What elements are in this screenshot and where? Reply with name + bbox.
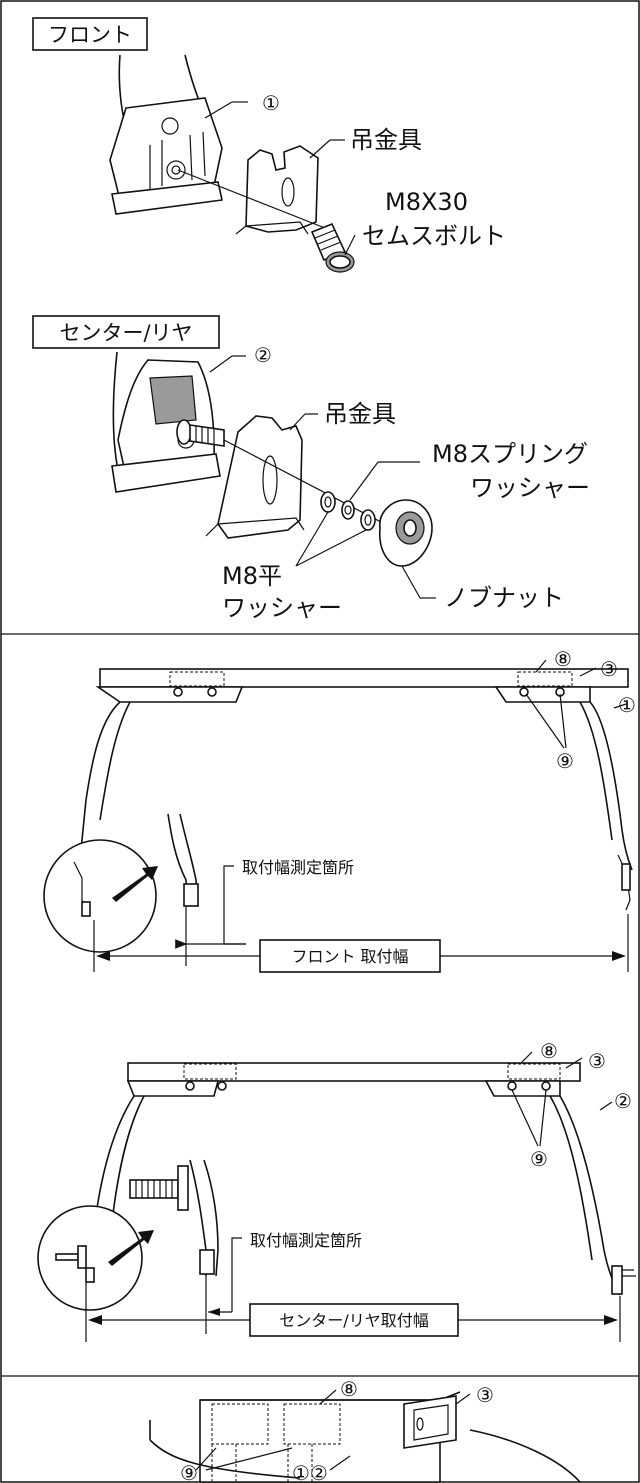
front-crossbar [99,668,629,688]
center-rear-magnifier-circle-icon [37,1205,143,1311]
center-rear-title-box [32,315,220,349]
section-front-width: 取付幅測定箇所 フロント 取付幅 ⑧ ③ ① ⑨ [43,647,636,973]
m8x30-bolt-part [310,222,355,273]
spring-washer-label-line2: ワッシャー [470,474,590,502]
front-hanger-part [235,145,319,235]
center-rear-num-9: ⑨ [530,1147,548,1171]
front-bracket-part [109,54,223,215]
center-rear-detail-bolt [129,1165,189,1211]
detail-num-9: ⑨ [180,1461,198,1483]
front-hanger-label: 吊金具 [350,126,422,154]
section-center-rear: センター/リヤ ② 吊金具 [32,315,590,622]
flat-washer-label-line1: M8平 [222,562,282,590]
front-title: フロント [48,23,132,47]
center-rear-title: センター/リヤ [59,321,192,345]
front-title-box [32,17,148,51]
center-rear-bolt-part [176,419,225,447]
bolt-label-line2: セムスボルト [362,222,506,250]
front-num-8: ⑧ [554,647,572,671]
detail-num-3: ③ [476,1383,494,1407]
center-rear-measure-label: 取付幅測定箇所 [250,1231,362,1250]
detail-num-12: ①② [292,1461,328,1483]
center-rear-num-8: ⑧ [540,1039,558,1063]
center-rear-hanger-part [205,415,305,539]
front-callout-num: ① [262,91,280,115]
section-front: フロント ① 吊金具 [32,17,506,273]
center-rear-crossbar [127,1062,581,1082]
front-width-box [259,939,441,973]
section-crossbar-detail: ⑧ ③ ⑨ ①② [149,1377,581,1483]
knob-nut-label: ノブナット [444,584,564,612]
spring-washer-label-line1: M8スプリング [432,440,588,468]
front-num-3: ③ [600,657,618,681]
center-rear-hanger-label: 吊金具 [324,400,396,428]
center-rear-num-3: ③ [588,1049,606,1073]
flat-washer-a-part [320,491,336,513]
section-center-rear-width: 取付幅測定箇所 センター/リヤ取付幅 ⑧ ③ ② ⑨ [37,1039,636,1342]
front-measure-label: 取付幅測定箇所 [242,858,354,877]
center-rear-bracket-part [111,351,221,493]
center-rear-callout-num: ② [254,343,272,367]
front-zoom-arrow-icon [112,866,158,902]
front-magnifier-circle-icon [43,839,157,953]
flat-washer-label-line2: ワッシャー [222,594,342,622]
detail-num-8: ⑧ [340,1377,358,1401]
knob-nut-part [378,499,433,567]
front-num-1: ① [618,693,636,717]
center-rear-zoom-arrow-icon [108,1230,154,1266]
front-num-9: ⑨ [556,749,574,773]
flat-washer-b-part [360,509,376,531]
spring-washer-part [341,500,355,520]
bolt-label-line1: M8X30 [385,188,468,216]
front-width-label: フロント 取付幅 [291,947,408,966]
center-rear-width-label: センター/リヤ取付幅 [279,1311,428,1330]
center-rear-num-2: ② [614,1089,632,1113]
center-rear-width-box [249,1303,459,1337]
